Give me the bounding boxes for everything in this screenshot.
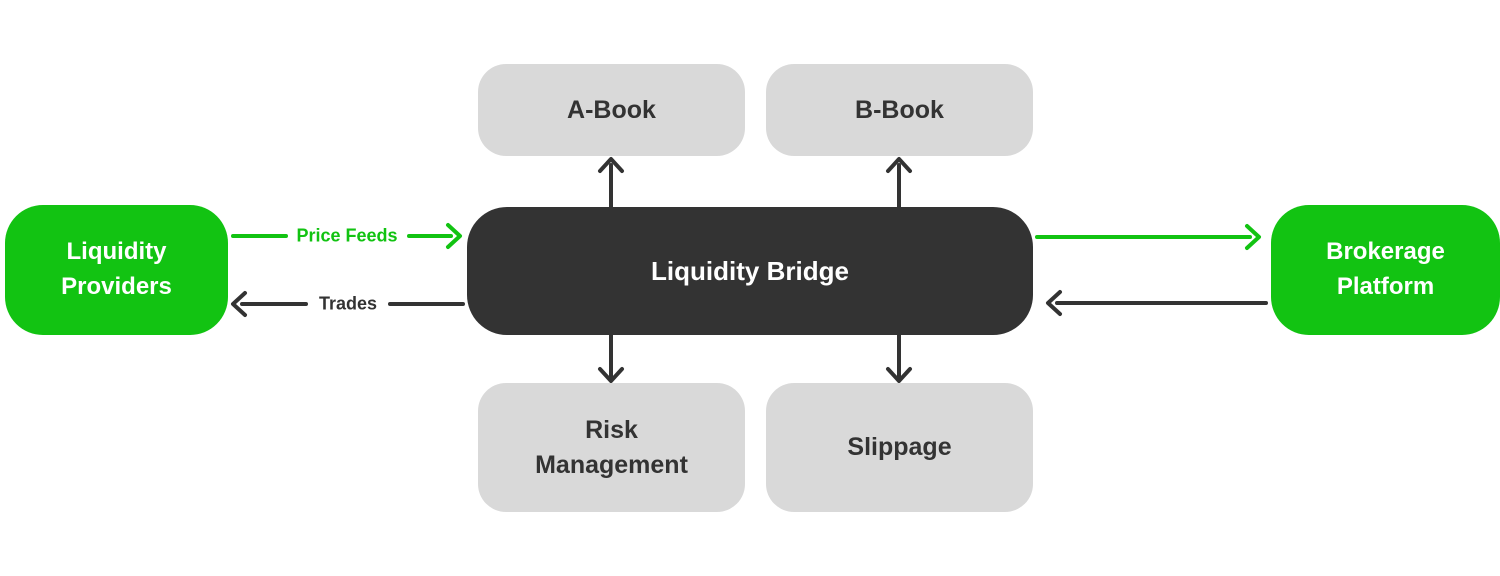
edge-bridge-a-book-arrowhead [598, 157, 624, 173]
node-risk-management-label: Risk Management [535, 415, 688, 479]
node-slippage: Slippage [766, 383, 1033, 512]
edge-bridge-slippage-arrowhead [886, 367, 912, 383]
edge-bridge-risk-arrowhead [598, 367, 624, 383]
node-risk-management: Risk Management [478, 383, 745, 512]
node-liquidity-bridge-label: Liquidity Bridge [651, 255, 849, 286]
node-brokerage-platform: Brokerage Platform [1271, 205, 1500, 335]
node-a-book-label: A-Book [567, 95, 656, 124]
node-brokerage-platform-label: Brokerage Platform [1326, 238, 1445, 300]
node-a-book: A-Book [478, 64, 745, 156]
edge-label-trades: Trades [318, 293, 378, 314]
edge-bridge-brokerage-arrowhead [1245, 224, 1261, 250]
node-liquidity-providers-label: Liquidity Providers [61, 238, 172, 300]
node-liquidity-bridge: Liquidity Bridge [467, 207, 1033, 335]
node-b-book-label: B-Book [855, 95, 944, 124]
edge-bridge-b-book-arrowhead [886, 157, 912, 173]
node-slippage-label: Slippage [847, 433, 952, 461]
edge-label-price-feeds: Price Feeds [296, 225, 398, 246]
node-b-book: B-Book [766, 64, 1033, 156]
edge-price-feeds-arrowhead [446, 223, 462, 249]
node-liquidity-providers: Liquidity Providers [5, 205, 228, 335]
edge-trades-arrowhead [231, 291, 247, 317]
edge-brokerage-bridge-arrowhead [1046, 290, 1062, 316]
